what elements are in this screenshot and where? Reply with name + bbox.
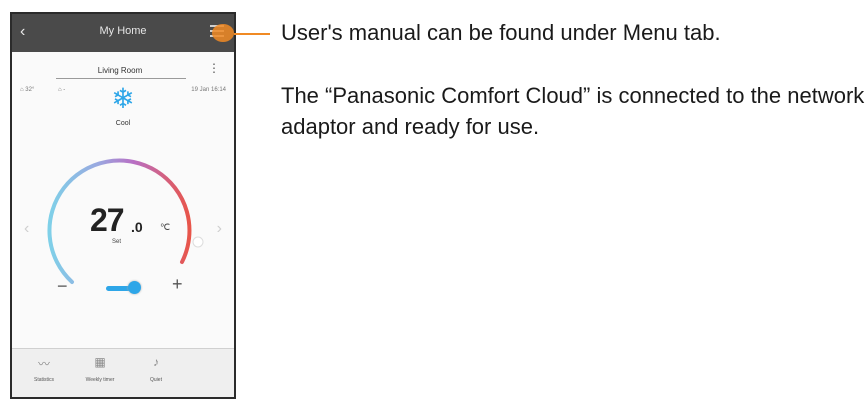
nav-label: Quiet bbox=[150, 377, 162, 383]
main-panel: Living Room ⋮ ⌂ 32° ⌂ - 19 Jan 16:14 bbox=[12, 52, 234, 352]
weekly-timer-icon: ▦ bbox=[94, 355, 106, 369]
app-title: My Home bbox=[99, 25, 147, 37]
fan-slider-track[interactable] bbox=[106, 286, 136, 291]
prev-arrow-icon[interactable]: ‹ bbox=[24, 220, 30, 237]
nav-weekly-timer[interactable]: ▦ Weekly timer bbox=[70, 355, 130, 383]
nav-statistics[interactable]: 〰 Statistics bbox=[14, 355, 74, 383]
dial-handle[interactable] bbox=[192, 236, 204, 248]
temperature-decimal: .0 bbox=[131, 219, 143, 235]
outdoor-temp: ⌂ 32° bbox=[20, 87, 35, 93]
statistics-icon: 〰 bbox=[37, 357, 50, 371]
menu-highlight-marker bbox=[212, 24, 234, 42]
next-arrow-icon[interactable]: › bbox=[216, 220, 222, 237]
phone-screenshot: ‹ My Home Living Room ⋮ ⌂ 32° ⌂ - 19 Jan… bbox=[10, 12, 236, 399]
increase-button[interactable]: + bbox=[172, 274, 183, 294]
indoor-temp: ⌂ - bbox=[58, 87, 66, 93]
more-options-icon[interactable]: ⋮ bbox=[208, 61, 220, 75]
dial-arc bbox=[47, 158, 192, 284]
room-name[interactable]: Living Room bbox=[97, 66, 143, 75]
nav-label: Statistics bbox=[33, 377, 54, 383]
back-button[interactable]: ‹ bbox=[20, 23, 26, 40]
description-text: The “Panasonic Comfort Cloud” is connect… bbox=[281, 83, 865, 139]
bottom-nav: 〰 Statistics ▦ Weekly timer ♪ Quiet bbox=[12, 348, 234, 397]
decrease-button[interactable]: − bbox=[57, 276, 68, 296]
mode-label: Cool bbox=[115, 120, 131, 127]
temperature-unit: ℃ bbox=[160, 222, 171, 232]
info-row: ⌂ 32° ⌂ - 19 Jan 16:14 bbox=[20, 87, 226, 99]
fan-slider-knob[interactable] bbox=[128, 281, 141, 294]
temperature-sublabel: Set bbox=[112, 239, 122, 245]
temperature-dial[interactable] bbox=[42, 132, 208, 292]
datetime: 19 Jan 16:14 bbox=[191, 87, 226, 93]
callout-text: User's manual can be found under Menu ta… bbox=[281, 20, 721, 45]
temperature-value: 27 bbox=[90, 202, 125, 238]
nav-label: Weekly timer bbox=[85, 377, 115, 383]
callout-line bbox=[234, 33, 270, 35]
snowflake-icon[interactable]: ❄ bbox=[111, 83, 135, 114]
room-underline bbox=[56, 78, 186, 79]
app-header: ‹ My Home bbox=[12, 14, 234, 52]
quiet-icon: ♪ bbox=[153, 355, 159, 369]
nav-quiet[interactable]: ♪ Quiet bbox=[126, 355, 186, 383]
